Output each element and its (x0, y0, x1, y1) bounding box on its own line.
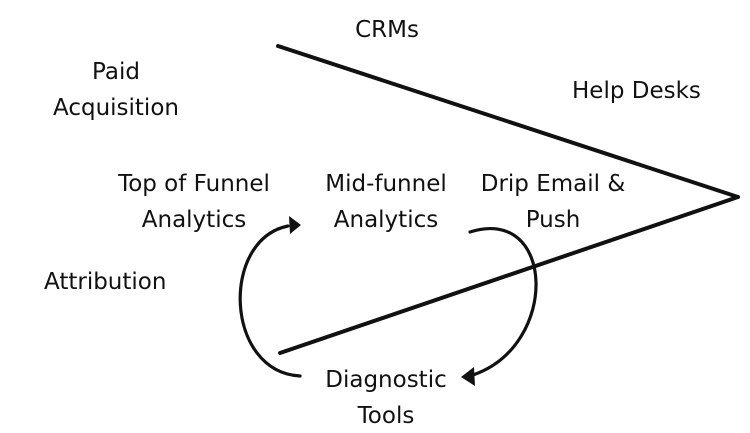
label-drip-email-push: Drip Email & Push (480, 171, 626, 233)
label-attribution: Attribution (44, 269, 167, 295)
arrowhead-to-mid-funnel-icon (289, 216, 301, 234)
label-top-of-funnel-analytics: Top of Funnel Analytics (118, 171, 270, 233)
label-crms: CRMs (355, 17, 419, 43)
loop-arrow-left (238, 224, 302, 378)
funnel-top-line (276, 44, 740, 199)
loop-arrow-right (468, 227, 538, 377)
label-paid-acquisition: Paid Acquisition (53, 59, 179, 121)
label-help-desks: Help Desks (572, 78, 701, 104)
label-diagnostic-tools: Diagnostic Tools (325, 367, 447, 429)
funnel-bottom-line (278, 195, 740, 355)
label-mid-funnel-analytics: Mid-funnel Analytics (325, 171, 447, 233)
arrowhead-to-diagnostic-icon (461, 367, 475, 386)
